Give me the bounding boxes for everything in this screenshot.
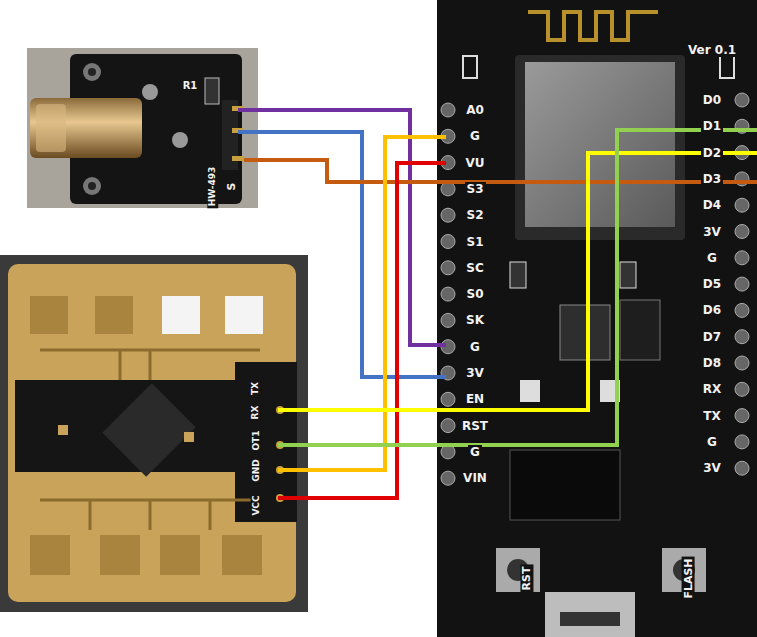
pin-name: D8 <box>701 356 723 370</box>
button-name: RST <box>521 564 534 592</box>
pin-name: 3V <box>701 225 723 239</box>
wire <box>244 160 757 182</box>
nodemcu-board <box>437 0 757 637</box>
header-hole <box>441 287 455 301</box>
pin-name: G <box>705 435 719 449</box>
pin-name: TX <box>250 379 261 396</box>
pin-name: G <box>468 129 482 143</box>
header-hole <box>735 409 749 423</box>
pin-name: RX <box>251 403 262 421</box>
pin-name: D7 <box>701 330 723 344</box>
pin-name: VCC <box>251 493 262 517</box>
module-marking: R1 <box>181 80 200 92</box>
header-hole <box>735 303 749 317</box>
pin-name: D0 <box>701 93 723 107</box>
header-hole <box>441 419 455 433</box>
wire <box>238 110 446 345</box>
pin-name: VIN <box>461 471 489 485</box>
pin-name: 3V <box>701 461 723 475</box>
header-hole <box>441 235 455 249</box>
pin-name: RX <box>701 382 724 396</box>
pin-name: G <box>705 251 719 265</box>
pin-name: S1 <box>465 235 486 249</box>
header-hole <box>735 330 749 344</box>
pin-name: VU <box>463 156 486 170</box>
header-hole <box>441 103 455 117</box>
button-name: FLASH <box>681 556 694 600</box>
pin-name: D1 <box>701 119 723 133</box>
pin-name: D5 <box>701 277 723 291</box>
pin-name: SC <box>464 261 485 275</box>
wire <box>238 132 446 377</box>
pin-name: TX <box>701 409 722 423</box>
radar-sensor <box>0 255 308 612</box>
pin-name: 3V <box>464 366 486 380</box>
header-hole <box>735 382 749 396</box>
header-hole <box>735 356 749 370</box>
wires <box>238 110 757 498</box>
pin-name: S3 <box>465 182 486 196</box>
module-marking: S <box>226 180 239 192</box>
pin-name: RST <box>460 419 490 433</box>
header-hole <box>735 251 749 265</box>
pin-name: D3 <box>701 172 723 186</box>
wire <box>278 137 446 470</box>
wire <box>278 163 446 498</box>
header-hole <box>735 435 749 449</box>
pin-name: GND <box>250 457 261 483</box>
pin-name: G <box>468 340 482 354</box>
pin-name: S2 <box>465 208 486 222</box>
pin-name: A0 <box>464 103 486 117</box>
header-hole <box>441 313 455 327</box>
header-hole <box>441 261 455 275</box>
header-hole <box>735 93 749 107</box>
pin-name: EN <box>464 392 486 406</box>
wire <box>278 130 757 445</box>
header-hole <box>735 225 749 239</box>
board-version: Ver 0.1 <box>686 43 738 57</box>
pin-name: OT1 <box>251 428 262 452</box>
pin-name: D6 <box>701 303 723 317</box>
pin-name: D4 <box>701 198 723 212</box>
laser-module <box>27 48 258 208</box>
module-marking: HW-493 <box>207 164 218 208</box>
header-hole <box>735 198 749 212</box>
header-hole <box>441 208 455 222</box>
pin-name: D2 <box>701 146 723 160</box>
wire <box>278 153 757 410</box>
header-hole <box>735 461 749 475</box>
pin-name: SK <box>464 313 486 327</box>
header-hole <box>735 277 749 291</box>
header-hole <box>441 471 455 485</box>
pin-name: G <box>468 445 482 459</box>
pin-name: S0 <box>465 287 486 301</box>
header-hole <box>441 392 455 406</box>
